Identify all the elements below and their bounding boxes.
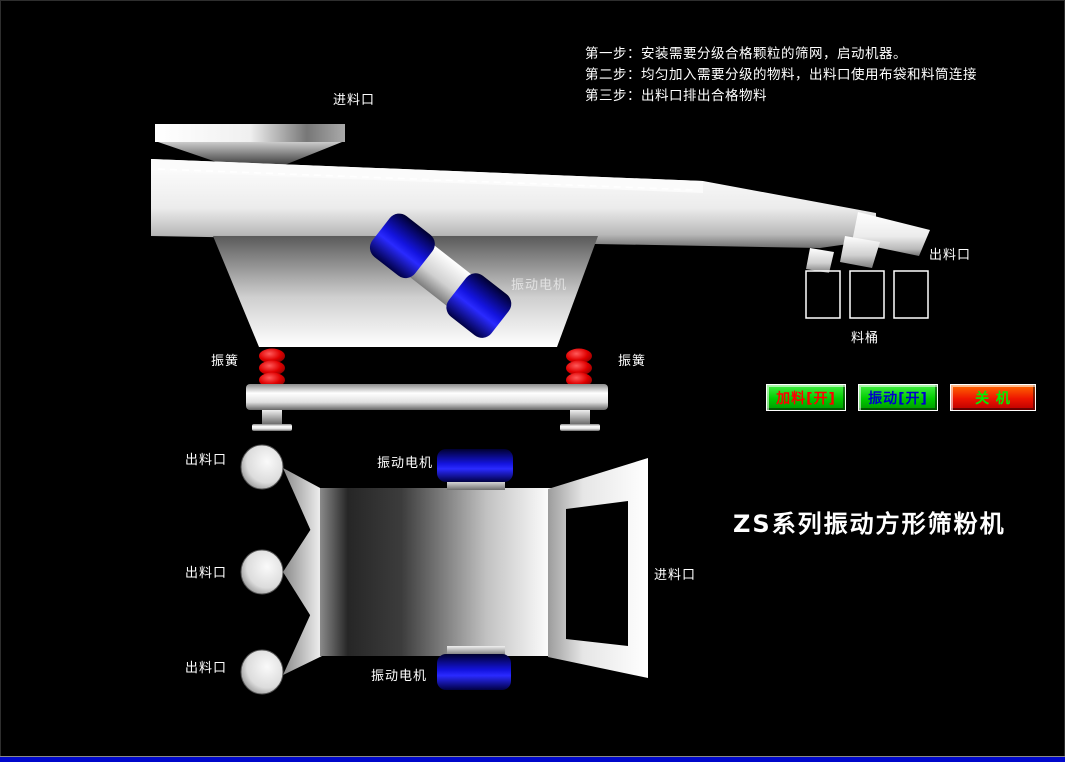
side-motor-label: 振动电机	[511, 278, 568, 293]
barrel-3	[893, 270, 929, 319]
tv-outlet-label-2: 出料口	[185, 566, 228, 581]
side-spring-left-label: 振簧	[211, 354, 240, 369]
side-feed-inlet-label: 进料口	[333, 93, 376, 108]
instruction-step-2: 第二步：均匀加入需要分级的物料，出料口使用布袋和料筒连接	[585, 67, 977, 83]
sieve-deck-dashed-line	[157, 168, 697, 191]
machine-base	[246, 384, 608, 410]
base-foot-right	[570, 410, 590, 424]
discharge-spout-a	[840, 236, 880, 268]
barrel-2	[849, 270, 885, 319]
tv-motor-top-bracket	[447, 480, 505, 490]
tv-motor-bottom	[437, 654, 511, 690]
side-view-machine	[151, 124, 930, 431]
side-vibration-motor	[369, 213, 512, 338]
instruction-step-3: 第三步：出料口排出合格物料	[585, 88, 767, 104]
tv-outlet-pipe-2	[240, 549, 284, 595]
side-spring-right-label: 振簧	[618, 354, 647, 369]
tv-outlet-label-3: 出料口	[185, 661, 228, 676]
spring-right	[566, 348, 592, 388]
barrels-label: 料桶	[851, 331, 880, 346]
base-foot-left	[262, 410, 282, 424]
base-pad-left	[252, 424, 292, 431]
tv-outlet-pipe-3	[240, 649, 284, 695]
power-off-button[interactable]: 关 机	[950, 384, 1036, 411]
tv-outlet-label-1: 出料口	[185, 453, 228, 468]
machine-title: ZS系列振动方形筛粉机	[733, 510, 1006, 538]
sieve-deck-top-band	[151, 159, 703, 193]
feed-hopper-rim	[155, 124, 345, 142]
tv-motor-bottom-label: 振动电机	[371, 669, 428, 684]
tv-feed-inlet-label: 进料口	[654, 568, 697, 583]
vibrate-on-button[interactable]: 振动[开]	[858, 384, 938, 411]
top-view-machine	[240, 444, 648, 695]
tv-motor-bottom-bracket	[447, 646, 505, 656]
bottom-edge-strip	[0, 756, 1065, 762]
barrel-1	[805, 270, 841, 319]
tv-inlet-opening	[566, 501, 628, 646]
base-pad-right	[560, 424, 600, 431]
feed-on-button[interactable]: 加料[开]	[766, 384, 846, 411]
instruction-step-1: 第一步：安装需要分级合格颗粒的筛网，启动机器。	[585, 46, 907, 62]
feed-hopper-funnel	[158, 142, 342, 170]
tv-outlet-pipe-1	[240, 444, 284, 490]
tv-body	[320, 488, 552, 656]
tv-funnel-3	[283, 589, 322, 675]
barrels	[805, 270, 929, 319]
tv-motor-top-label: 振动电机	[377, 456, 434, 471]
tv-funnel-2	[283, 512, 322, 634]
tv-motor-top	[437, 449, 513, 482]
discharge-spout-b	[806, 248, 834, 273]
spring-left	[259, 348, 285, 388]
side-outlet-label: 出料口	[929, 248, 972, 263]
instructions: 第一步：安装需要分级合格颗粒的筛网，启动机器。 第二步：均匀加入需要分级的物料，…	[585, 44, 1055, 107]
